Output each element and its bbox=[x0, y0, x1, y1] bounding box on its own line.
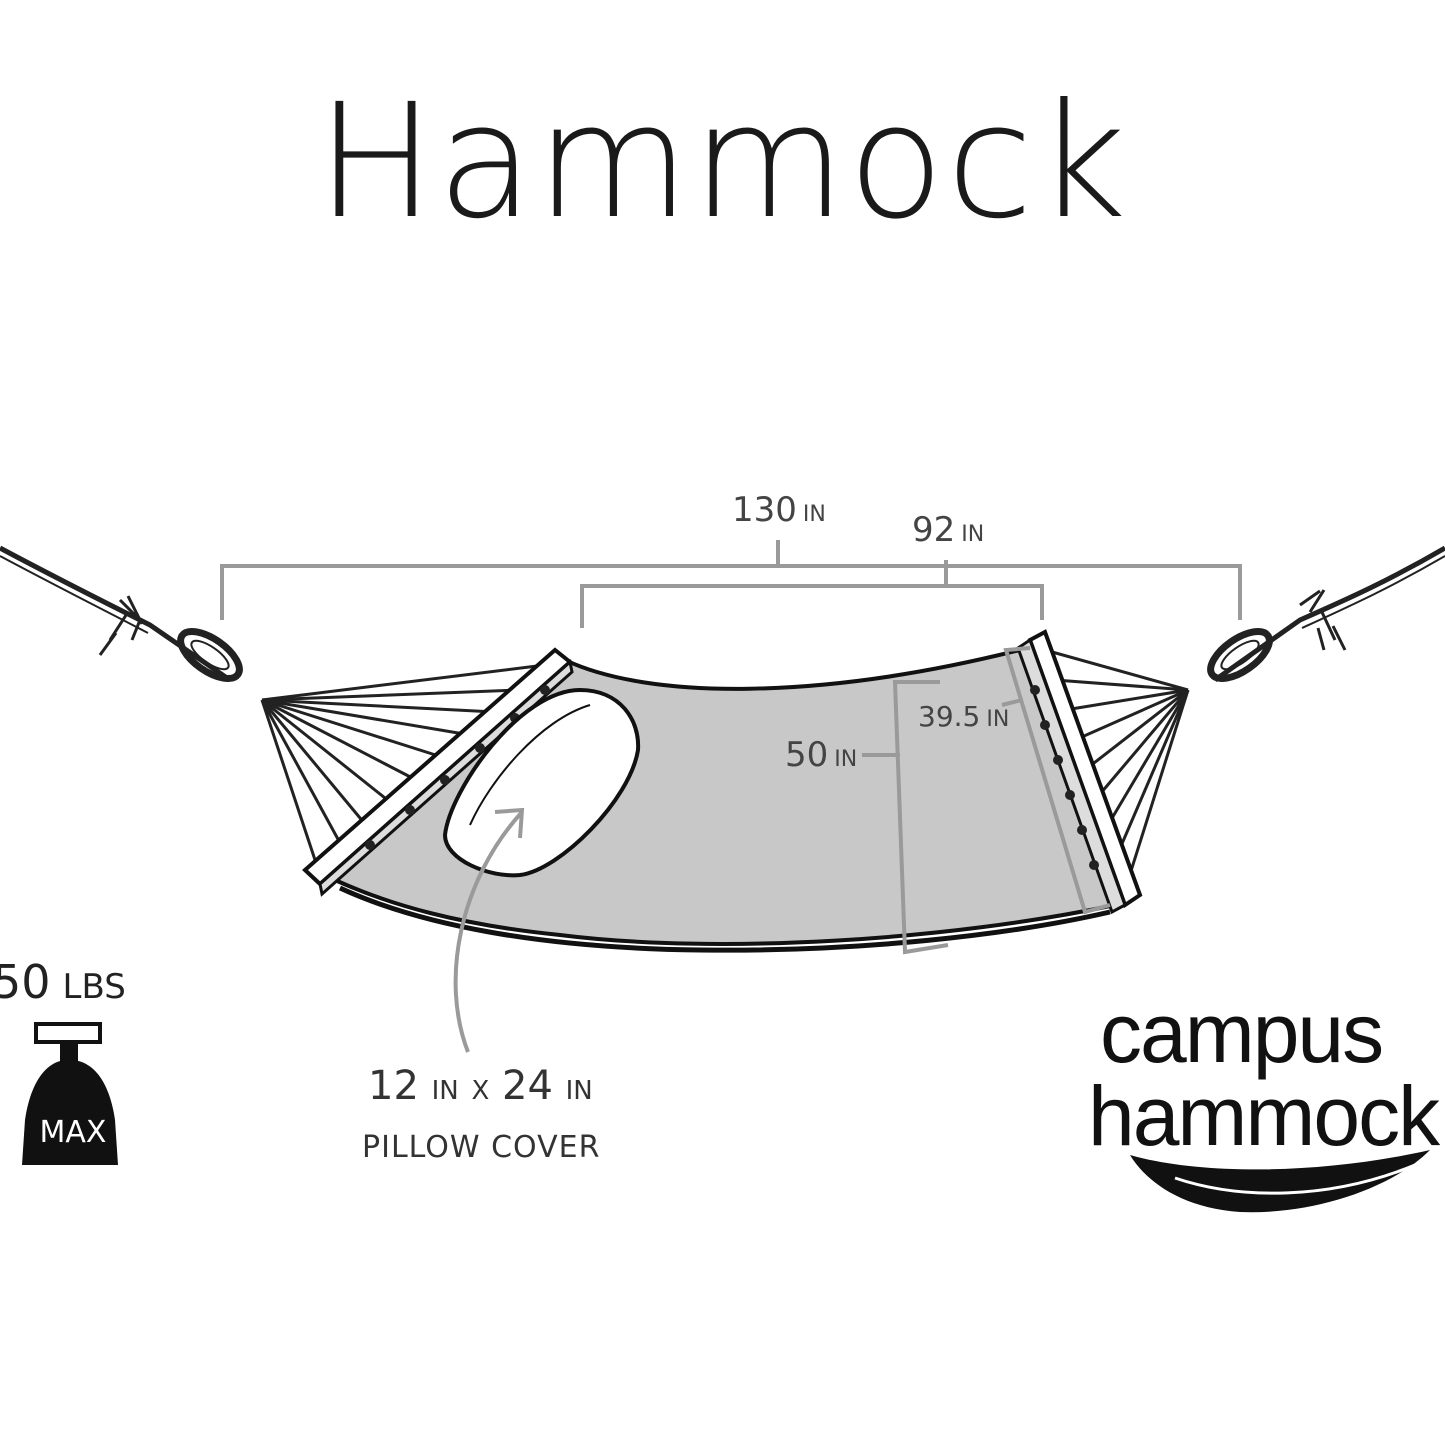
max-label: MAX bbox=[39, 1115, 107, 1150]
weight-unit: LBS bbox=[62, 967, 126, 1007]
pillow-height-unit: IN bbox=[565, 1076, 593, 1106]
dimension-130 bbox=[220, 540, 1242, 620]
right-ring bbox=[1207, 628, 1273, 682]
page-title: Hammock bbox=[316, 70, 1129, 254]
logo-swoosh bbox=[1130, 1150, 1430, 1213]
left-ring bbox=[177, 628, 243, 682]
left-knot bbox=[98, 595, 144, 656]
left-rope bbox=[0, 545, 232, 683]
pillow-width: 12 bbox=[368, 1063, 419, 1109]
logo-text-campus: campus bbox=[1100, 986, 1384, 1080]
weight-value: 50 bbox=[0, 955, 51, 1009]
right-knot bbox=[1299, 589, 1347, 651]
label-width-unit: IN bbox=[834, 747, 858, 772]
right-strings bbox=[1044, 648, 1190, 891]
label-bed-length-value: 92 bbox=[912, 510, 956, 550]
pillow-size: 12 IN X 24 IN bbox=[368, 1063, 593, 1109]
dimension-39-5 bbox=[1001, 646, 1111, 915]
weight-icon bbox=[22, 1022, 118, 1165]
dimension-50 bbox=[862, 680, 949, 955]
pillow-width-unit: IN bbox=[431, 1076, 459, 1106]
weight-capacity: 50 LBS bbox=[0, 955, 126, 1009]
label-width-value: 50 bbox=[785, 735, 829, 775]
left-spreader-bar bbox=[302, 647, 574, 897]
label-spreader-bar-value: 39.5 bbox=[918, 700, 981, 733]
logo-text-hammock: hammock bbox=[1088, 1069, 1440, 1163]
pillow bbox=[442, 687, 641, 878]
left-strings bbox=[260, 663, 546, 876]
right-spreader-bar bbox=[1016, 629, 1143, 915]
pillow-height: 24 bbox=[502, 1063, 553, 1109]
label-total-length-unit: IN bbox=[802, 502, 826, 527]
label-spreader-bar-unit: IN bbox=[986, 707, 1010, 732]
label-bed-length-unit: IN bbox=[961, 522, 985, 547]
pillow-times: X bbox=[471, 1076, 490, 1106]
dimension-92 bbox=[580, 560, 1044, 628]
pillow-caption: PILLOW COVER bbox=[362, 1130, 601, 1165]
right-rope bbox=[1213, 545, 1445, 683]
label-total-length-value: 130 bbox=[732, 490, 797, 530]
pillow-arrow bbox=[453, 807, 525, 1053]
